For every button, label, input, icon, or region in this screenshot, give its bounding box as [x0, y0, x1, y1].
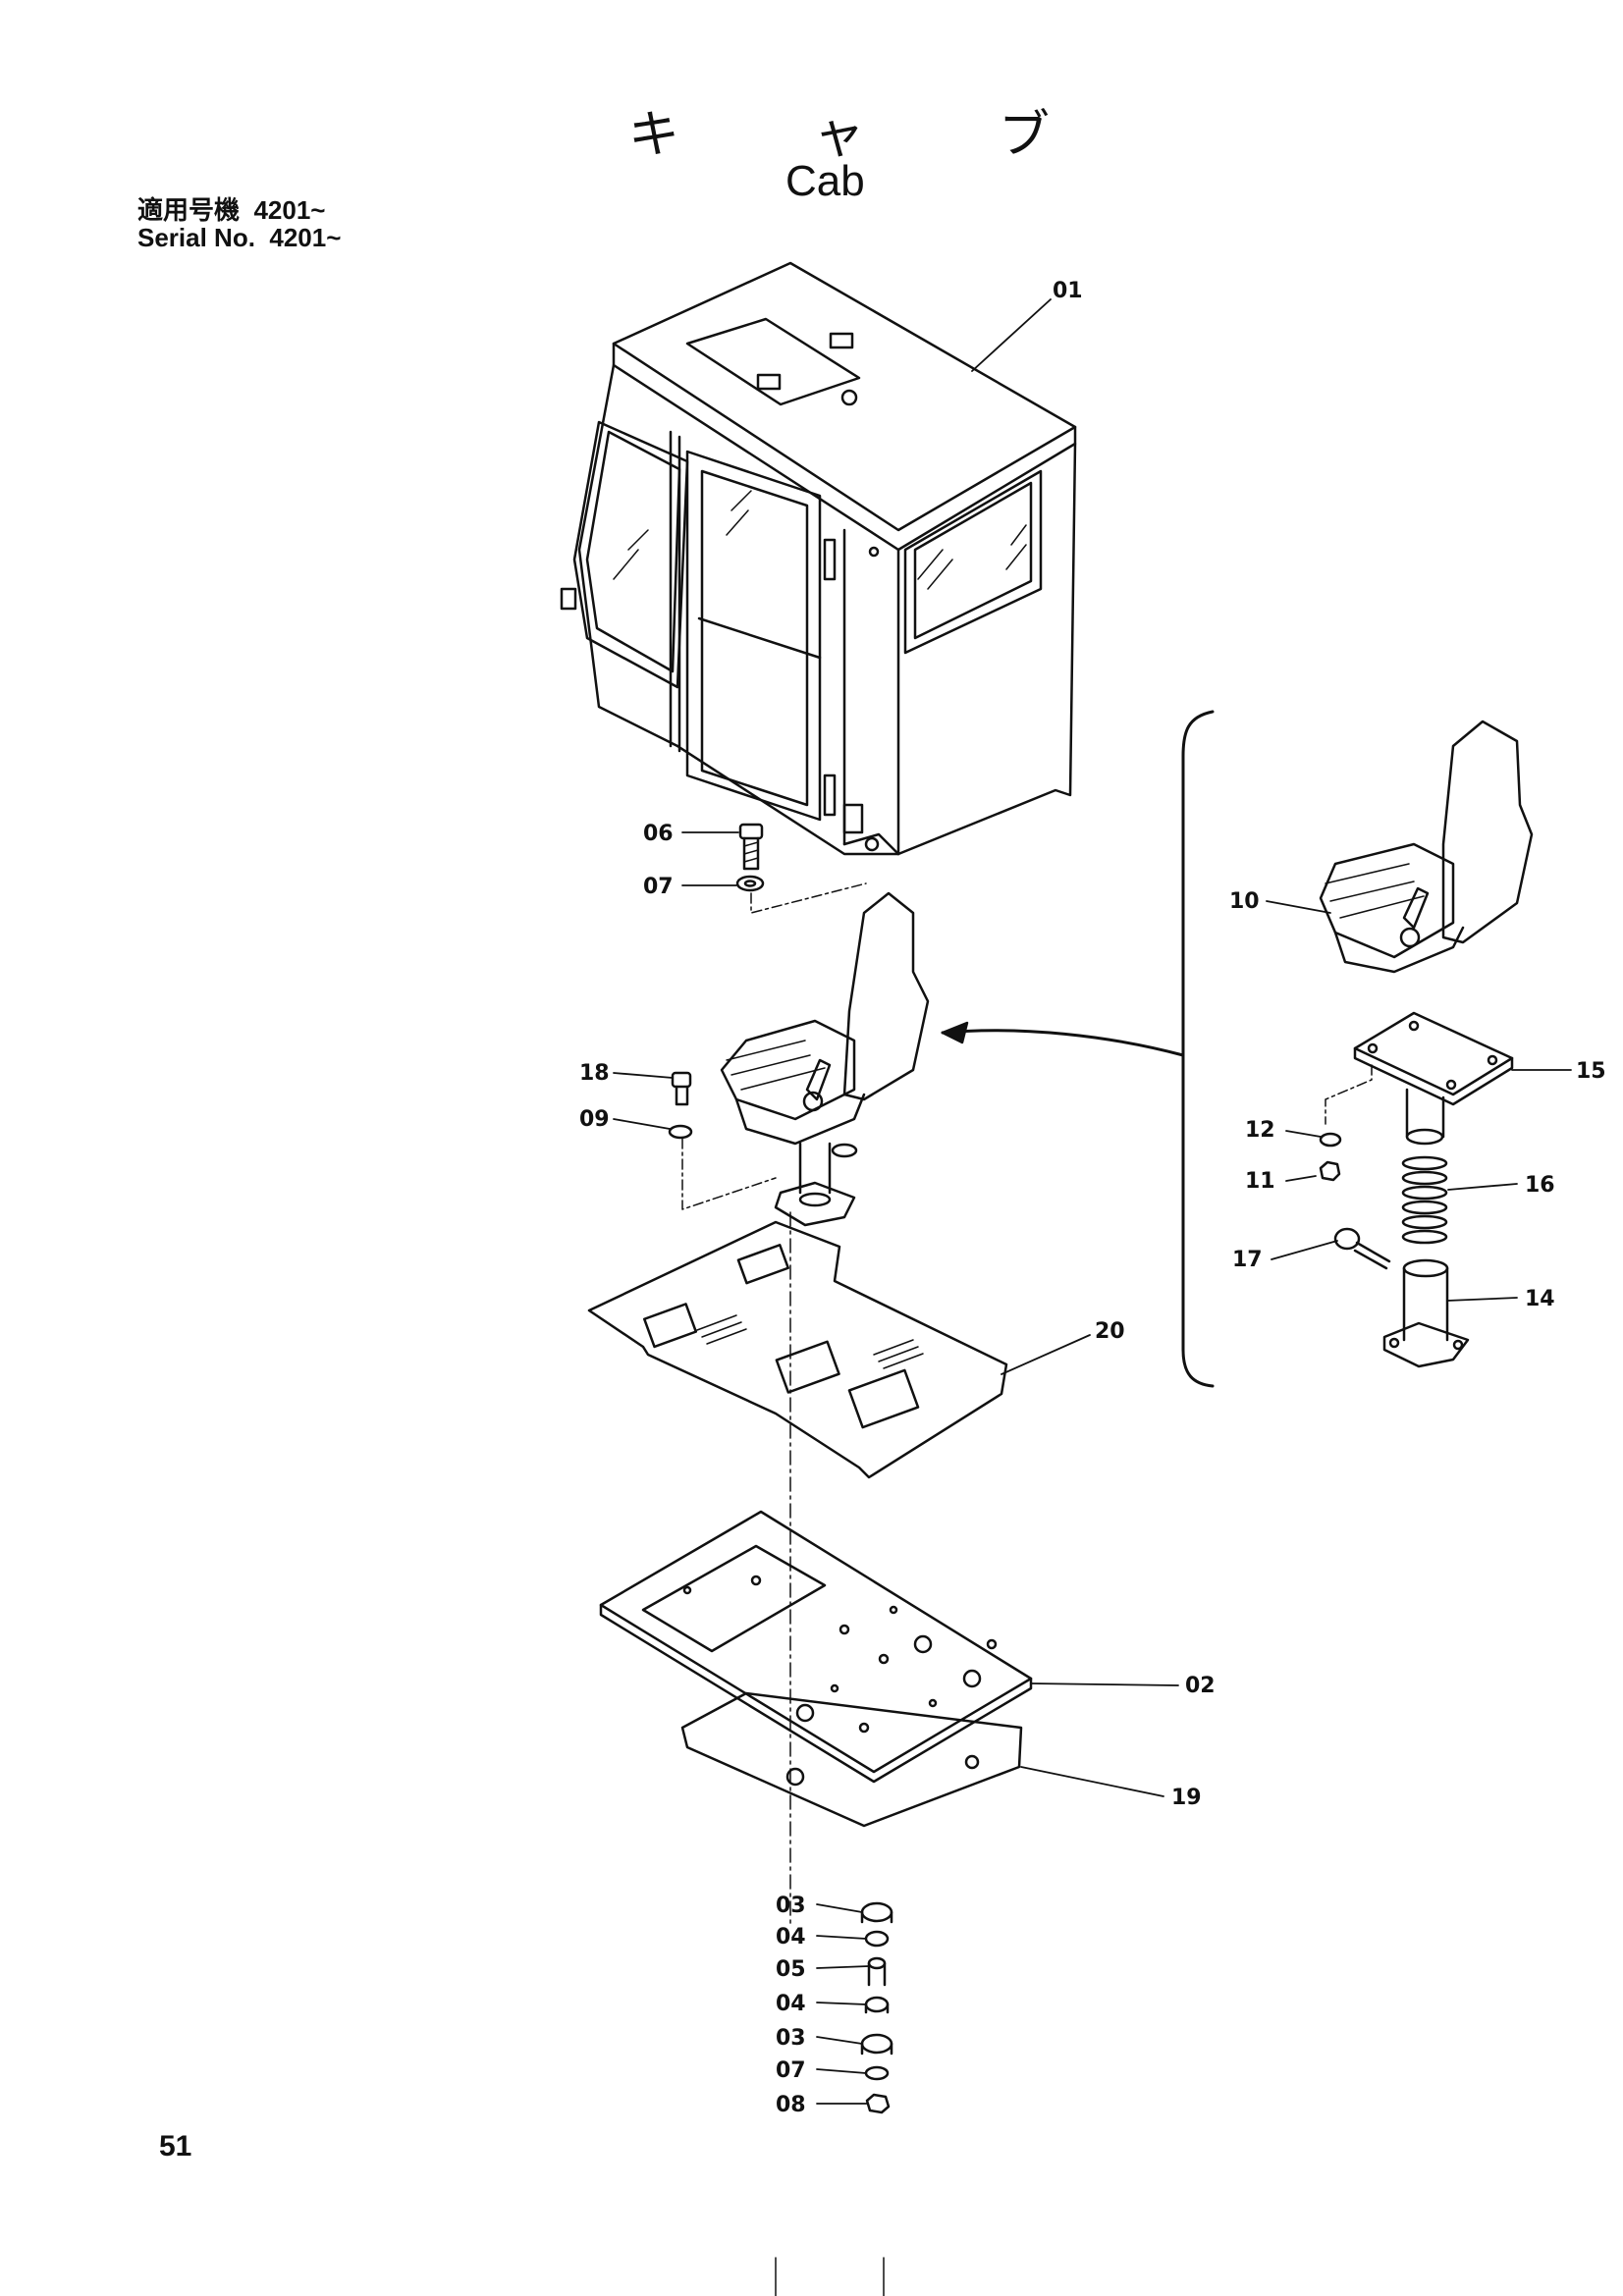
callout-05: 05	[776, 1957, 806, 1982]
scan-artifact-lines	[775, 2257, 885, 2296]
spring-16-illustration	[1401, 1155, 1448, 1245]
nut-11-illustration	[1319, 1160, 1341, 1182]
callout-20: 20	[1095, 1319, 1125, 1344]
washer-07-illustration	[735, 875, 765, 892]
seat-illustration	[720, 891, 930, 1158]
bolt-06-illustration	[738, 823, 764, 871]
title-english: Cab	[785, 157, 865, 205]
plate-19-illustration	[680, 1691, 1023, 1828]
floor-plate-02-illustration	[599, 1510, 1033, 1784]
callout-18: 18	[579, 1061, 610, 1086]
tube-14-illustration	[1382, 1258, 1470, 1368]
mount-stack-illustration	[860, 1901, 893, 2114]
callout-11: 11	[1245, 1169, 1275, 1194]
callout-19: 19	[1171, 1786, 1202, 1810]
callout-08: 08	[776, 2093, 806, 2117]
detail-arrow	[941, 1029, 1185, 1057]
callout-03-upper: 03	[776, 1894, 806, 1918]
washer-09-illustration	[668, 1124, 693, 1140]
callout-14: 14	[1525, 1287, 1555, 1311]
callout-07-upper: 07	[643, 875, 674, 899]
callout-09: 09	[579, 1107, 610, 1132]
callout-01: 01	[1053, 279, 1083, 303]
title-japanese: キ ャ ブ	[628, 106, 1109, 165]
nut-12-illustration	[1319, 1132, 1342, 1148]
knob-17-illustration	[1333, 1227, 1391, 1270]
callout-07-lower: 07	[776, 2058, 806, 2083]
callout-16: 16	[1525, 1173, 1555, 1198]
callout-03-lower: 03	[776, 2026, 806, 2051]
bolt-18-illustration	[671, 1071, 692, 1089]
serial-en-label: Serial No.	[137, 223, 255, 252]
callout-17: 17	[1232, 1248, 1263, 1272]
leader-lines	[613, 298, 1572, 2105]
callout-02: 02	[1185, 1674, 1216, 1698]
seat-detail-illustration	[1319, 720, 1534, 974]
serial-block: 適用号機 4201~ Serial No. 4201~	[137, 196, 341, 251]
serial-en-value: 4201~	[269, 223, 342, 252]
callout-labels: 01 06 07 18 09 10 15 12 11 16 17 14 20 0…	[579, 279, 1606, 2117]
callout-04-upper: 04	[776, 1925, 806, 1949]
plate-15-illustration	[1353, 1011, 1514, 1146]
callout-12: 12	[1245, 1118, 1275, 1143]
callout-15: 15	[1576, 1059, 1606, 1084]
page-number: 51	[159, 2130, 192, 2163]
callout-04-lower: 04	[776, 1992, 806, 2016]
detail-bracket	[1181, 710, 1215, 1388]
seat-column-illustration	[774, 1142, 856, 1227]
bolt-06-centerline	[750, 882, 867, 914]
washer-07-hole	[743, 880, 757, 887]
floor-mat-20-illustration	[587, 1220, 1008, 1479]
cab-illustration	[560, 261, 1077, 856]
callout-06: 06	[643, 822, 674, 846]
serial-jp-label: 適用号機	[137, 195, 241, 225]
serial-jp-value: 4201~	[253, 195, 326, 225]
callout-10: 10	[1229, 889, 1260, 914]
